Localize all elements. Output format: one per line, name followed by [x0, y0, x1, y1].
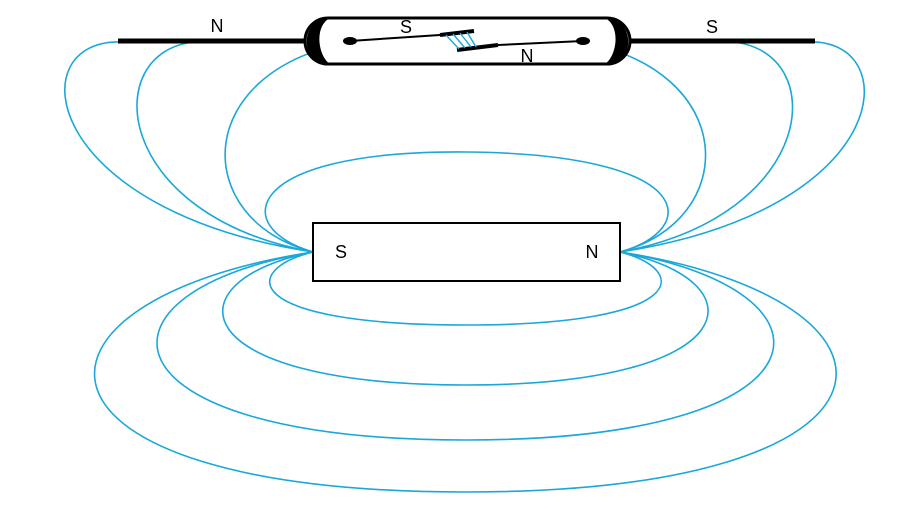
upper-reed-contact — [439, 29, 475, 37]
magnet-right-pole-label: N — [586, 242, 599, 262]
contact-gap-flux — [445, 31, 477, 50]
upper-field-lines — [64, 41, 865, 253]
lower-field-line-2 — [222, 251, 709, 386]
upper-field-line-through-glass-2 — [579, 41, 707, 253]
gap-flux-line — [452, 33, 466, 49]
magnet-left-pole-label: S — [335, 242, 347, 262]
lower-reed — [497, 40, 584, 46]
bar-magnet: S N — [312, 222, 621, 282]
left-glass-seal — [306, 18, 330, 64]
lower-reed-pole-label: N — [521, 46, 534, 66]
lower-reed-contact — [456, 43, 499, 52]
upper-reed-pole-label: S — [400, 17, 412, 37]
magnet-body — [312, 222, 621, 282]
lower-field-line-4 — [93, 251, 837, 493]
right-lead-pole-label: S — [706, 17, 718, 37]
gap-flux-line — [466, 31, 477, 48]
upper-field-line-lead-right-2 — [619, 41, 865, 253]
upper-reed — [349, 34, 441, 42]
lower-field-line-3 — [156, 251, 775, 441]
right-glass-seal — [605, 18, 629, 64]
gap-flux-line — [459, 32, 472, 48]
reed-switch: N S N S — [118, 16, 815, 66]
upper-field-line-lead-left-2 — [64, 41, 314, 253]
lower-field-lines — [93, 251, 837, 493]
upper-field-line-lead-right-1 — [619, 41, 794, 253]
lower-field-line-1 — [268, 251, 662, 326]
upper-field-line-lead-left-1 — [136, 41, 314, 253]
upper-field-line-through-glass-1 — [224, 41, 353, 253]
gap-flux-line — [445, 34, 460, 50]
left-lead-pole-label: N — [211, 16, 224, 36]
upper-field-line-inner — [264, 151, 669, 253]
glass-envelope — [303, 16, 632, 66]
